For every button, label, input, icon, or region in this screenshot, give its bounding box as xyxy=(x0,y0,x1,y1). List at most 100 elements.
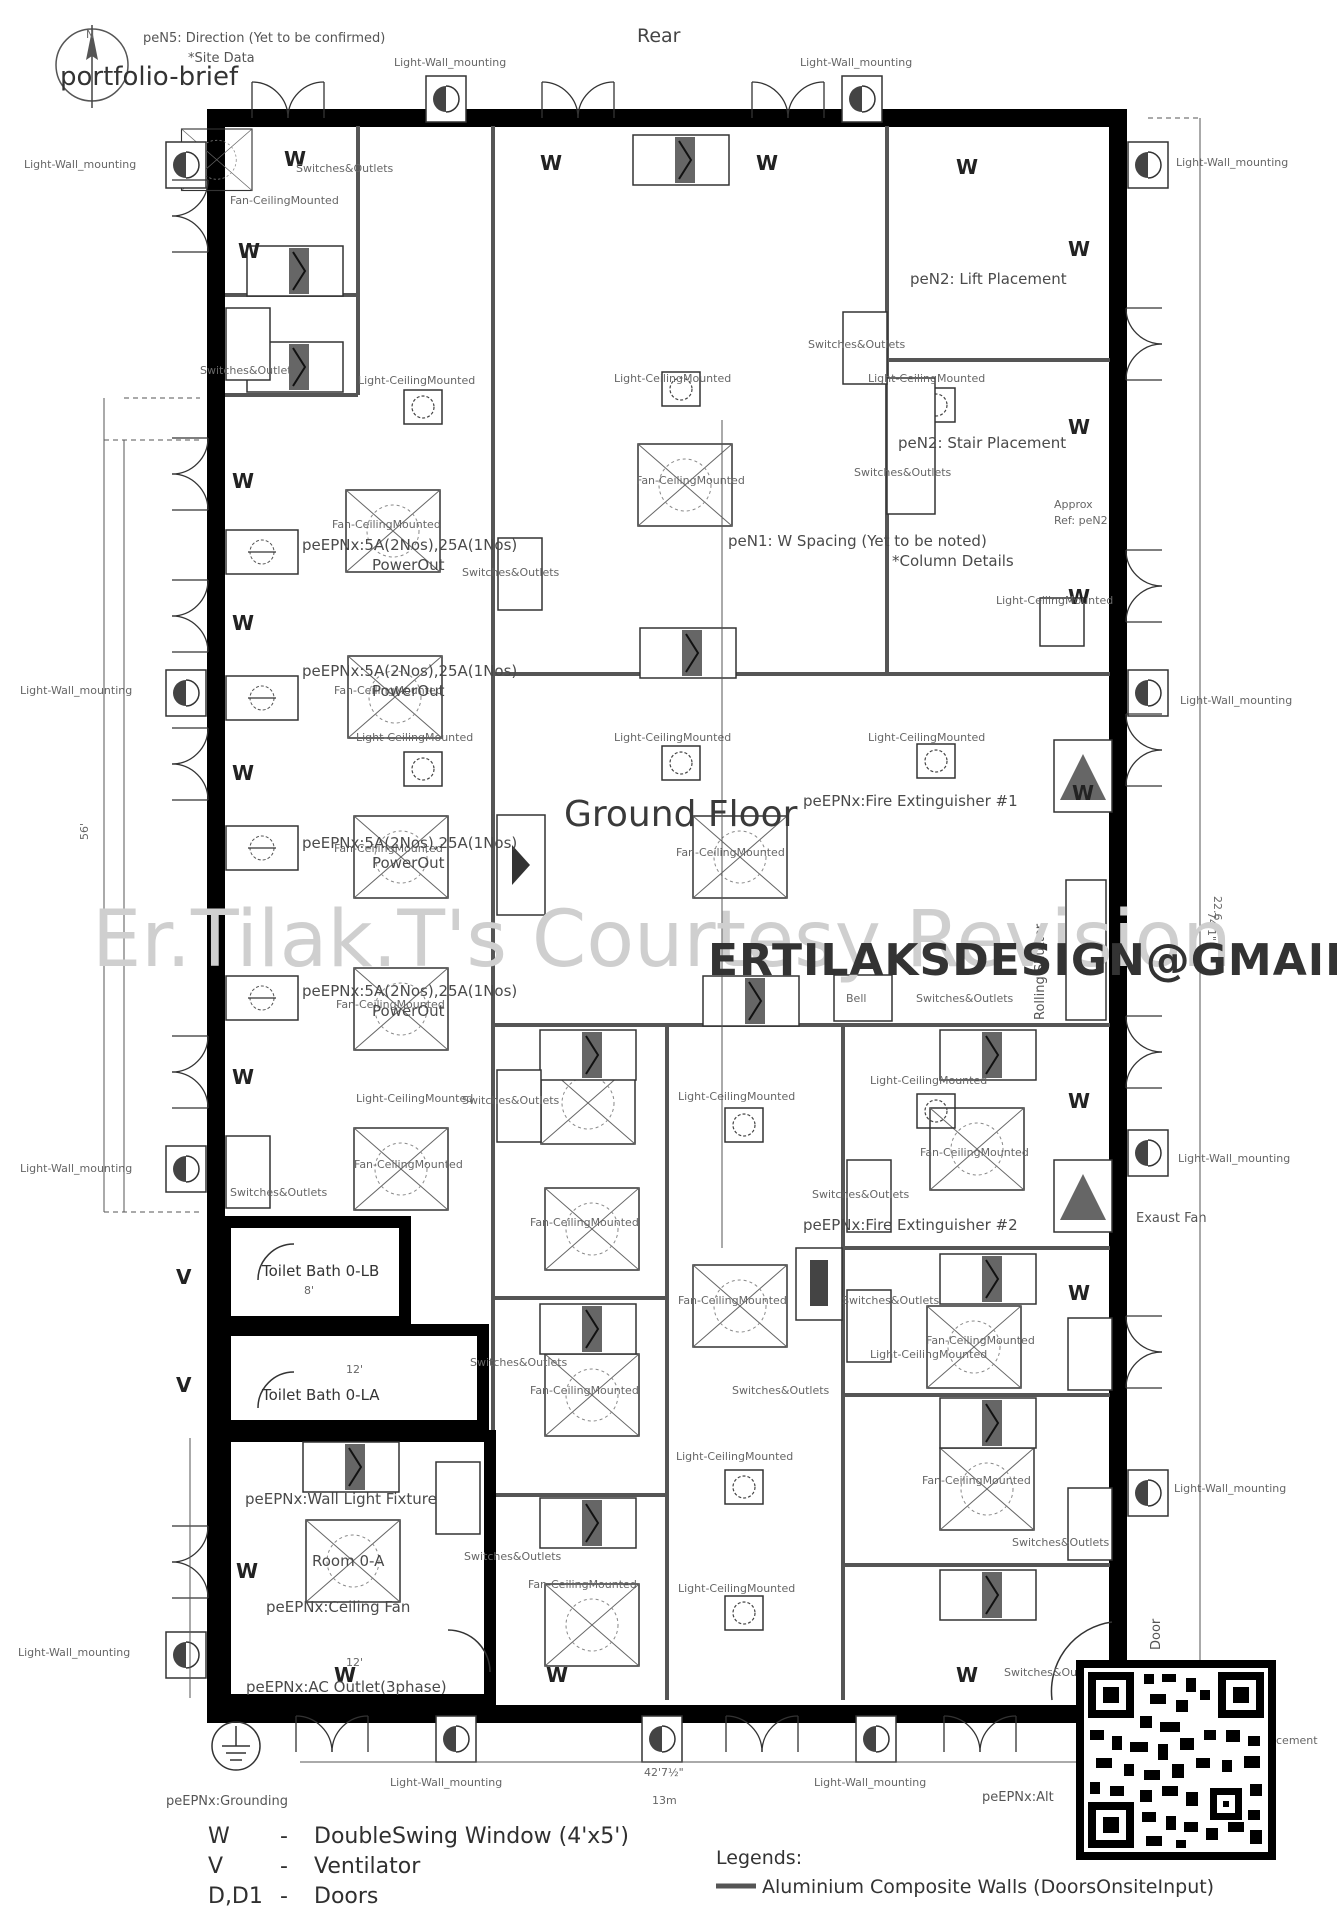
svg-text:Fan-CeilingMounted: Fan-CeilingMounted xyxy=(922,1474,1031,1487)
approx-note: Approx xyxy=(1054,498,1093,511)
svg-text:Fan-CeilingMounted: Fan-CeilingMounted xyxy=(334,842,443,855)
svg-text:Light-Wall_mounting: Light-Wall_mounting xyxy=(1176,156,1288,169)
svg-text:Switches&Outlets: Switches&Outlets xyxy=(200,364,298,377)
dim-width-ft: 42'7½" xyxy=(644,1766,684,1779)
svg-text:Switches&Outlets: Switches&Outlets xyxy=(230,1186,328,1199)
svg-text:W: W xyxy=(1072,781,1094,805)
dim-left-total: 56' xyxy=(78,823,91,840)
direction-note: peN5: Direction (Yet to be confirmed) xyxy=(143,31,385,46)
svg-text:V: V xyxy=(176,1373,192,1397)
svg-text:W: W xyxy=(232,761,254,785)
svg-text:Light-Wall_mounting: Light-Wall_mounting xyxy=(1178,1152,1290,1165)
power-notes: peEPNx:5A(2Nos),25A(1Nos) PowerOut peEPN… xyxy=(302,536,517,1020)
room-label: Room 0-A xyxy=(312,1552,385,1570)
svg-text:Light-Wall_mounting: Light-Wall_mounting xyxy=(20,684,132,697)
svg-text:Switches&Outlets: Switches&Outlets xyxy=(462,566,560,579)
svg-text:PowerOut: PowerOut xyxy=(372,682,445,700)
svg-text:Light-Wall_mounting: Light-Wall_mounting xyxy=(394,56,506,69)
svg-text:Fan-CeilingMounted: Fan-CeilingMounted xyxy=(676,846,785,859)
fire1-note: peEPNx:Fire Extinguisher #1 xyxy=(803,792,1018,810)
legend-sep-0: - xyxy=(280,1824,288,1849)
svg-text:W: W xyxy=(1068,1089,1090,1113)
email-watermark: ERTILAKSDESIGN@GMAIL.COM xyxy=(708,935,1337,986)
svg-text:Switches&Outlets: Switches&Outlets xyxy=(812,1188,910,1201)
legend-desc-0: DoubleSwing Window (4'x5') xyxy=(314,1824,629,1849)
svg-text:Light-Wall_mounting: Light-Wall_mounting xyxy=(800,56,912,69)
courtesy-watermark: Er.Tilak.T's Courtesy Revision xyxy=(92,895,1232,985)
svg-text:Light-CeilingMounted: Light-CeilingMounted xyxy=(358,374,475,387)
spacing-note: peN1: W Spacing (Yet to be noted) xyxy=(728,532,987,550)
fire2-note: peEPNx:Fire Extinguisher #2 xyxy=(803,1216,1018,1234)
svg-text:Light-Wall_mounting: Light-Wall_mounting xyxy=(814,1776,926,1789)
svg-text:Switches&Outlets: Switches&Outlets xyxy=(1012,1536,1110,1549)
floor-title: Ground Floor xyxy=(564,794,798,835)
svg-text:W: W xyxy=(540,151,562,175)
svg-text:Light-CeilingMounted: Light-CeilingMounted xyxy=(614,731,731,744)
svg-text:W: W xyxy=(232,469,254,493)
alt-note: peEPNx:Alt xyxy=(982,1790,1054,1805)
outer-walls xyxy=(207,109,1127,1723)
svg-text:Switches&Outlets: Switches&Outlets xyxy=(854,466,952,479)
door-label: Door xyxy=(1149,1618,1164,1650)
svg-text:W: W xyxy=(1068,237,1090,261)
svg-text:W: W xyxy=(956,1663,978,1687)
svg-text:peEPNx:5A(2Nos),25A(1Nos): peEPNx:5A(2Nos),25A(1Nos) xyxy=(302,982,517,1000)
svg-text:Switches&Outlets: Switches&Outlets xyxy=(464,1550,562,1563)
dim-width-m: 13m xyxy=(652,1794,677,1807)
svg-text:W: W xyxy=(334,1663,356,1687)
svg-text:Light-Wall_mounting: Light-Wall_mounting xyxy=(1180,694,1292,707)
svg-text:peEPNx:5A(2Nos),25A(1Nos): peEPNx:5A(2Nos),25A(1Nos) xyxy=(302,662,517,680)
stair-note: peN2: Stair Placement xyxy=(898,434,1066,452)
rolling-shutter-label: Rolling Shutter xyxy=(1033,923,1048,1020)
svg-text:Light-Wall_mounting: Light-Wall_mounting xyxy=(1174,1482,1286,1495)
brand-label: portfolio-brief xyxy=(60,62,239,92)
placement-note: cement xyxy=(1276,1734,1318,1747)
rear-label: Rear xyxy=(637,25,681,47)
dim-8ft: 8' xyxy=(304,1284,314,1297)
svg-text:Fan-CeilingMounted: Fan-CeilingMounted xyxy=(336,998,445,1011)
svg-text:Light-CeilingMounted: Light-CeilingMounted xyxy=(356,731,473,744)
toilet-la-label: Toilet Bath 0-LA xyxy=(261,1386,380,1404)
svg-text:Light-CeilingMounted: Light-CeilingMounted xyxy=(614,372,731,385)
svg-text:Switches&Outlets: Switches&Outlets xyxy=(462,1094,560,1107)
svg-text:Light-CeilingMounted: Light-CeilingMounted xyxy=(868,731,985,744)
svg-text:Switches&Outlets: Switches&Outlets xyxy=(732,1384,830,1397)
svg-text:N: N xyxy=(86,28,94,41)
svg-text:Fan-CeilingMounted: Fan-CeilingMounted xyxy=(354,1158,463,1171)
svg-text:W: W xyxy=(284,147,306,171)
qr-code xyxy=(1076,1660,1276,1860)
svg-text:Light-Wall_mounting: Light-Wall_mounting xyxy=(390,1776,502,1789)
svg-text:peEPNx:5A(2Nos),25A(1Nos): peEPNx:5A(2Nos),25A(1Nos) xyxy=(302,834,517,852)
svg-text:W: W xyxy=(1068,585,1090,609)
fixture-labels: Switches&Outlets Fan-CeilingMounted Swit… xyxy=(200,162,1113,1679)
svg-text:Switches&Outlets: Switches&Outlets xyxy=(296,162,394,175)
svg-text:Light-CeilingMounted: Light-CeilingMounted xyxy=(356,1092,473,1105)
svg-text:Fan-CeilingMounted: Fan-CeilingMounted xyxy=(230,194,339,207)
svg-text:Light-CeilingMounted: Light-CeilingMounted xyxy=(676,1450,793,1463)
grounding-note: peEPNx:Grounding xyxy=(166,1794,288,1809)
bell-label: Bell xyxy=(846,992,866,1005)
svg-text:W: W xyxy=(236,1559,258,1583)
svg-text:W: W xyxy=(956,155,978,179)
window-markers: W W W W W W W W W W W W W W W W W W W xyxy=(232,147,1094,1687)
doors xyxy=(257,879,1113,1701)
svg-text:Light-Wall_mounting: Light-Wall_mounting xyxy=(18,1646,130,1659)
svg-text:Switches&Outlets: Switches&Outlets xyxy=(470,1356,568,1369)
svg-text:W: W xyxy=(1068,1281,1090,1305)
svg-text:W: W xyxy=(238,239,260,263)
site-data-note: *Site Data xyxy=(188,51,255,66)
svg-text:Fan-CeilingMounted: Fan-CeilingMounted xyxy=(636,474,745,487)
partitions xyxy=(225,126,1110,1700)
svg-text:Fan-CeilingMounted: Fan-CeilingMounted xyxy=(334,684,443,697)
svg-text:Fan-CeilingMounted: Fan-CeilingMounted xyxy=(332,518,441,531)
column-note: *Column Details xyxy=(892,552,1014,570)
svg-text:Fan-CeilingMounted: Fan-CeilingMounted xyxy=(530,1216,639,1229)
svg-text:PowerOut: PowerOut xyxy=(372,556,445,574)
svg-text:Light-CeilingMounted: Light-CeilingMounted xyxy=(996,594,1113,607)
svg-text:W: W xyxy=(1068,415,1090,439)
legend-title: Legends: xyxy=(716,1847,802,1869)
legend-desc-2: Doors xyxy=(314,1884,378,1909)
svg-text:Fan-CeilingMounted: Fan-CeilingMounted xyxy=(530,1384,639,1397)
svg-text:PowerOut: PowerOut xyxy=(372,854,445,872)
ref-note: Ref: peN2 xyxy=(1054,514,1108,527)
